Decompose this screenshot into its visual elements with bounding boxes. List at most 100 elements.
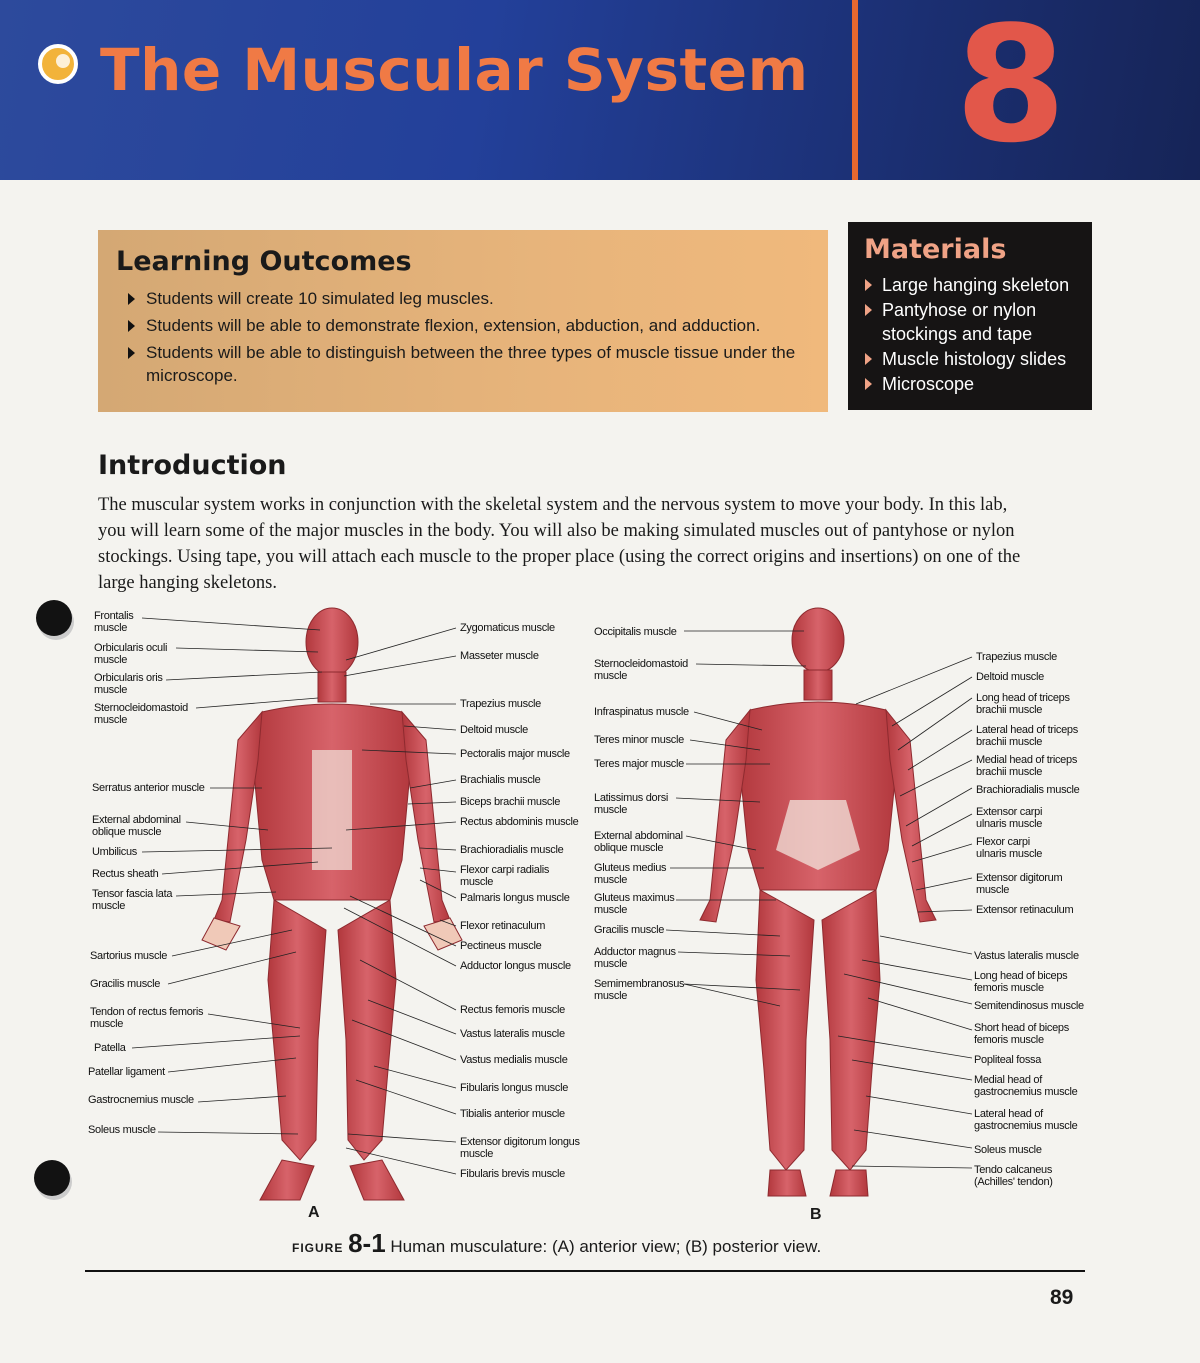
label-vastus-medialis: Vastus medialis muscle: [460, 1054, 568, 1066]
posterior-figure: [699, 607, 937, 1197]
label-lateral-head-gastrocnemius: Lateral head of gastrocnemius muscle: [974, 1108, 1078, 1132]
label-adductor-longus: Adductor longus muscle: [460, 960, 571, 972]
label-semimembranosus: Semimembranosus muscle: [594, 978, 685, 1002]
label-rectus-femoris: Rectus femoris muscle: [460, 1004, 565, 1016]
label-occipitalis: Occipitalis muscle: [594, 626, 677, 638]
panel-label-b: B: [810, 1206, 822, 1223]
label-gastrocnemius: Gastrocnemius muscle: [88, 1094, 194, 1106]
label-sternocleidomastoid: Sternocleidomastoid muscle: [94, 702, 188, 726]
label-deltoid-posterior: Deltoid muscle: [976, 671, 1044, 683]
label-medial-head-gastrocnemius: Medial head of gastrocnemius muscle: [974, 1074, 1078, 1098]
label-medial-head-triceps: Medial head of triceps brachii muscle: [976, 754, 1078, 778]
label-vastus-lateralis: Vastus lateralis muscle: [460, 1028, 565, 1040]
label-external-abdominal-oblique: External abdominal oblique muscle: [92, 814, 181, 838]
label-extensor-carpi-ulnaris: Extensor carpi ulnaris muscle: [976, 806, 1043, 830]
learning-outcomes-heading: Learning Outcomes: [116, 246, 412, 277]
materials-heading: Materials: [864, 234, 1007, 265]
label-flexor-carpi-radialis: Flexor carpi radialis muscle: [460, 864, 550, 888]
materials-list: Large hanging skeleton Pantyhose or nylo…: [864, 273, 1076, 396]
label-deltoid: Deltoid muscle: [460, 724, 528, 736]
figure-caption: FIGURE 8-1 Human musculature: (A) anteri…: [292, 1228, 821, 1259]
label-orbicularis-oris: Orbicularis oris muscle: [94, 672, 163, 696]
label-vastus-lateralis-posterior: Vastus lateralis muscle: [974, 950, 1079, 962]
label-long-head-biceps-femoris: Long head of biceps femoris muscle: [974, 970, 1068, 994]
label-adductor-magnus: Adductor magnus muscle: [594, 946, 676, 970]
banner-divider: [852, 0, 858, 180]
chapter-bullet-icon: [38, 44, 78, 84]
label-brachioradialis: Brachioradialis muscle: [460, 844, 564, 856]
binder-hole-bottom: [34, 1160, 70, 1196]
musculature-illustration: [131, 607, 973, 1201]
label-brachioradialis-posterior: Brachioradialis muscle: [976, 784, 1080, 796]
label-sartorius: Sartorius muscle: [90, 950, 168, 962]
label-extensor-digitorum: Extensor digitorum muscle: [976, 872, 1063, 896]
label-gluteus-medius: Gluteus medius muscle: [594, 862, 667, 886]
label-umbilicus: Umbilicus: [92, 846, 137, 858]
outcome-item: Students will be able to demonstrate fle…: [116, 314, 810, 337]
label-palmaris-longus: Palmaris longus muscle: [460, 892, 570, 904]
label-tendo-calcaneus: Tendo calcaneus (Achilles' tendon): [974, 1164, 1053, 1188]
posterior-left-leaders: [665, 630, 807, 1007]
label-pectineus: Pectineus muscle: [460, 940, 542, 952]
label-trapezius: Trapezius muscle: [460, 698, 541, 710]
label-brachialis: Brachialis muscle: [460, 774, 541, 786]
label-semitendinosus: Semitendinosus muscle: [974, 1000, 1084, 1012]
learning-outcomes-list: Students will create 10 simulated leg mu…: [116, 287, 810, 387]
label-tendon-rectus-femoris: Tendon of rectus femoris muscle: [90, 1006, 204, 1030]
chapter-number: 8: [955, 0, 1067, 178]
label-soleus-posterior: Soleus muscle: [974, 1144, 1042, 1156]
learning-outcomes-box: Learning Outcomes Students will create 1…: [98, 230, 828, 412]
label-pectoralis-major: Pectoralis major muscle: [460, 748, 570, 760]
label-lateral-head-triceps: Lateral head of triceps brachii muscle: [976, 724, 1078, 748]
introduction-paragraph: The muscular system works in conjunction…: [98, 495, 1021, 593]
label-gracilis-posterior: Gracilis muscle: [594, 924, 665, 936]
label-long-head-triceps: Long head of triceps brachii muscle: [976, 692, 1070, 716]
chapter-banner: The Muscular System 8: [0, 0, 1200, 180]
label-patellar-ligament: Patellar ligament: [88, 1066, 165, 1078]
label-infraspinatus: Infraspinatus muscle: [594, 706, 689, 718]
label-fibularis-longus: Fibularis longus muscle: [460, 1082, 569, 1094]
label-latissimus-dorsi: Latissimus dorsi muscle: [594, 792, 669, 816]
material-item: Pantyhose or nylon stockings and tape: [864, 298, 1076, 346]
label-gluteus-maximus: Gluteus maximus muscle: [594, 892, 675, 916]
outcome-item: Students will be able to distinguish bet…: [116, 341, 810, 387]
caption-text: Human musculature: (A) anterior view; (B…: [390, 1237, 822, 1256]
label-serratus-anterior: Serratus anterior muscle: [92, 782, 205, 794]
chapter-title: The Muscular System: [100, 36, 809, 104]
musculature-figure: Frontalis muscle Orbicularis oculi muscl…: [0, 600, 1200, 1240]
label-tibialis-anterior: Tibialis anterior muscle: [460, 1108, 565, 1120]
anterior-right-leaders: [343, 627, 457, 1175]
label-sternocleidomastoid-posterior: Sternocleidomastoid muscle: [594, 658, 688, 682]
material-item: Muscle histology slides: [864, 347, 1076, 371]
label-soleus: Soleus muscle: [88, 1124, 156, 1136]
posterior-right-leaders: [837, 656, 973, 1169]
label-biceps-brachii: Biceps brachii muscle: [460, 796, 561, 808]
thoracolumbar-fascia-shape: [776, 800, 860, 870]
binder-hole-top: [36, 600, 72, 636]
label-trapezius-posterior: Trapezius muscle: [976, 651, 1057, 663]
label-extensor-retinaculum: Extensor retinaculum: [976, 904, 1074, 916]
label-rectus-sheath: Rectus sheath: [92, 868, 159, 880]
introduction-heading: Introduction: [98, 450, 287, 481]
material-item: Microscope: [864, 372, 1076, 396]
label-tensor-fascia-lata: Tensor fascia lata muscle: [92, 888, 173, 912]
outcome-item: Students will create 10 simulated leg mu…: [116, 287, 810, 310]
materials-box: Materials Large hanging skeleton Pantyho…: [848, 222, 1092, 410]
label-zygomaticus: Zygomaticus muscle: [460, 622, 555, 634]
label-orbicularis-oculi: Orbicularis oculi muscle: [94, 642, 168, 666]
label-flexor-retinaculum: Flexor retinaculum: [460, 920, 546, 932]
label-patella: Patella: [94, 1042, 126, 1054]
label-frontalis: Frontalis muscle: [94, 610, 134, 634]
label-fibularis-brevis: Fibularis brevis muscle: [460, 1168, 565, 1180]
anterior-left-leaders: [131, 617, 333, 1135]
caption-figure-number: 8-1: [348, 1228, 386, 1258]
rectus-sheath-shape: [312, 750, 352, 870]
label-popliteal-fossa: Popliteal fossa: [974, 1054, 1042, 1066]
label-masseter: Masseter muscle: [460, 650, 539, 662]
material-item: Large hanging skeleton: [864, 273, 1076, 297]
label-extensor-digitorum-longus: Extensor digitorum longus muscle: [460, 1136, 580, 1160]
label-gracilis: Gracilis muscle: [90, 978, 161, 990]
label-short-head-biceps-femoris: Short head of biceps femoris muscle: [974, 1022, 1069, 1046]
label-external-abdominal-oblique-posterior: External abdominal oblique muscle: [594, 830, 683, 854]
anterior-figure: [201, 607, 463, 1201]
